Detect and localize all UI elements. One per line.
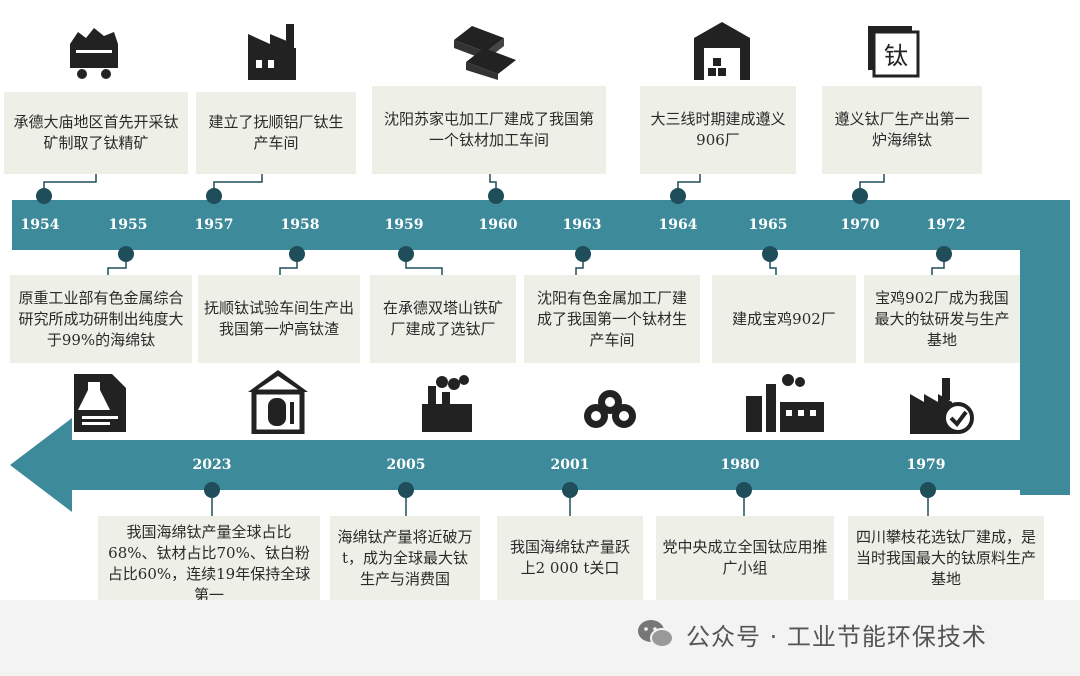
event-1972: 宝鸡902厂成为我国最大的钛研发与生产基地 [864,275,1020,363]
year-label: 1963 [562,217,602,233]
year-label: 2023 [192,457,232,473]
lab-document-icon [74,374,126,432]
event-1957: 建立了抚顺铝厂钛生产车间 [196,92,356,174]
year-label: 2001 [550,457,590,473]
event-1964: 大三线时期建成遵义906厂 [640,86,796,174]
event-2023: 我国海绵钛产量全球占比68%、钛材占比70%、钛白粉占比60%，连续19年保持全… [98,516,320,604]
event-1980: 党中央成立全国钛应用推广小组 [656,516,834,600]
event-1970: 遵义钛厂生产出第一炉海绵钛 [822,86,982,174]
year-label: 1955 [108,217,148,233]
connectors [36,174,952,516]
year-label: 1980 [720,457,760,473]
wechat-icon [638,620,674,648]
industrial-complex-icon [746,374,824,432]
year-label: 1972 [926,217,966,233]
certified-factory-icon [910,378,974,434]
year-label: 1970 [840,217,880,233]
event-1965: 建成宝鸡902厂 [712,275,856,363]
mine-cart-icon [70,28,118,79]
factory-icon [248,24,296,80]
timeline-band [10,200,1070,512]
year-label: 2005 [386,457,426,473]
event-1959: 在承德双塔山铁矿厂建成了选钛厂 [370,275,516,363]
event-1954: 承德大庙地区首先开采钛矿制取了钛精矿 [4,92,188,174]
warehouse-icon [694,22,750,80]
year-label: 1959 [384,217,424,233]
ingot-icon [454,26,516,80]
svg-text:钛: 钛 [884,42,908,70]
pipe-bundle-icon [584,390,636,428]
furnace-house-icon [248,370,308,434]
year-label: 1958 [280,217,320,233]
event-1955: 原重工业部有色金属综合研究所成功研制出纯度大于99%的海绵钛 [10,275,192,363]
year-label: 1979 [906,457,946,473]
event-2005: 海绵钛产量将近破万t，成为全球最大钛生产与消费国 [330,516,480,600]
event-1958: 抚顺钛试验车间生产出我国第一炉高钛渣 [198,275,360,363]
event-1960: 沈阳苏家屯加工厂建成了我国第一个钛材加工车间 [372,86,606,174]
event-2001: 我国海绵钛产量跃上2 000 t关口 [497,516,643,600]
titanium-element-icon: 钛 [868,26,920,78]
year-label: 1965 [748,217,788,233]
footer-bar [0,600,1080,676]
year-label: 1954 [20,217,60,233]
year-label: 1960 [478,217,518,233]
smoke-plant-icon [422,375,472,432]
event-1963: 沈阳有色金属加工厂建成了我国第一个钛材生产车间 [524,275,700,363]
year-label: 1957 [194,217,234,233]
footer-account-name: 公众号 · 工业节能环保技术 [686,623,987,651]
year-label: 1964 [658,217,698,233]
event-1979: 四川攀枝花选钛厂建成，是当时我国最大的钛原料生产基地 [848,516,1044,600]
